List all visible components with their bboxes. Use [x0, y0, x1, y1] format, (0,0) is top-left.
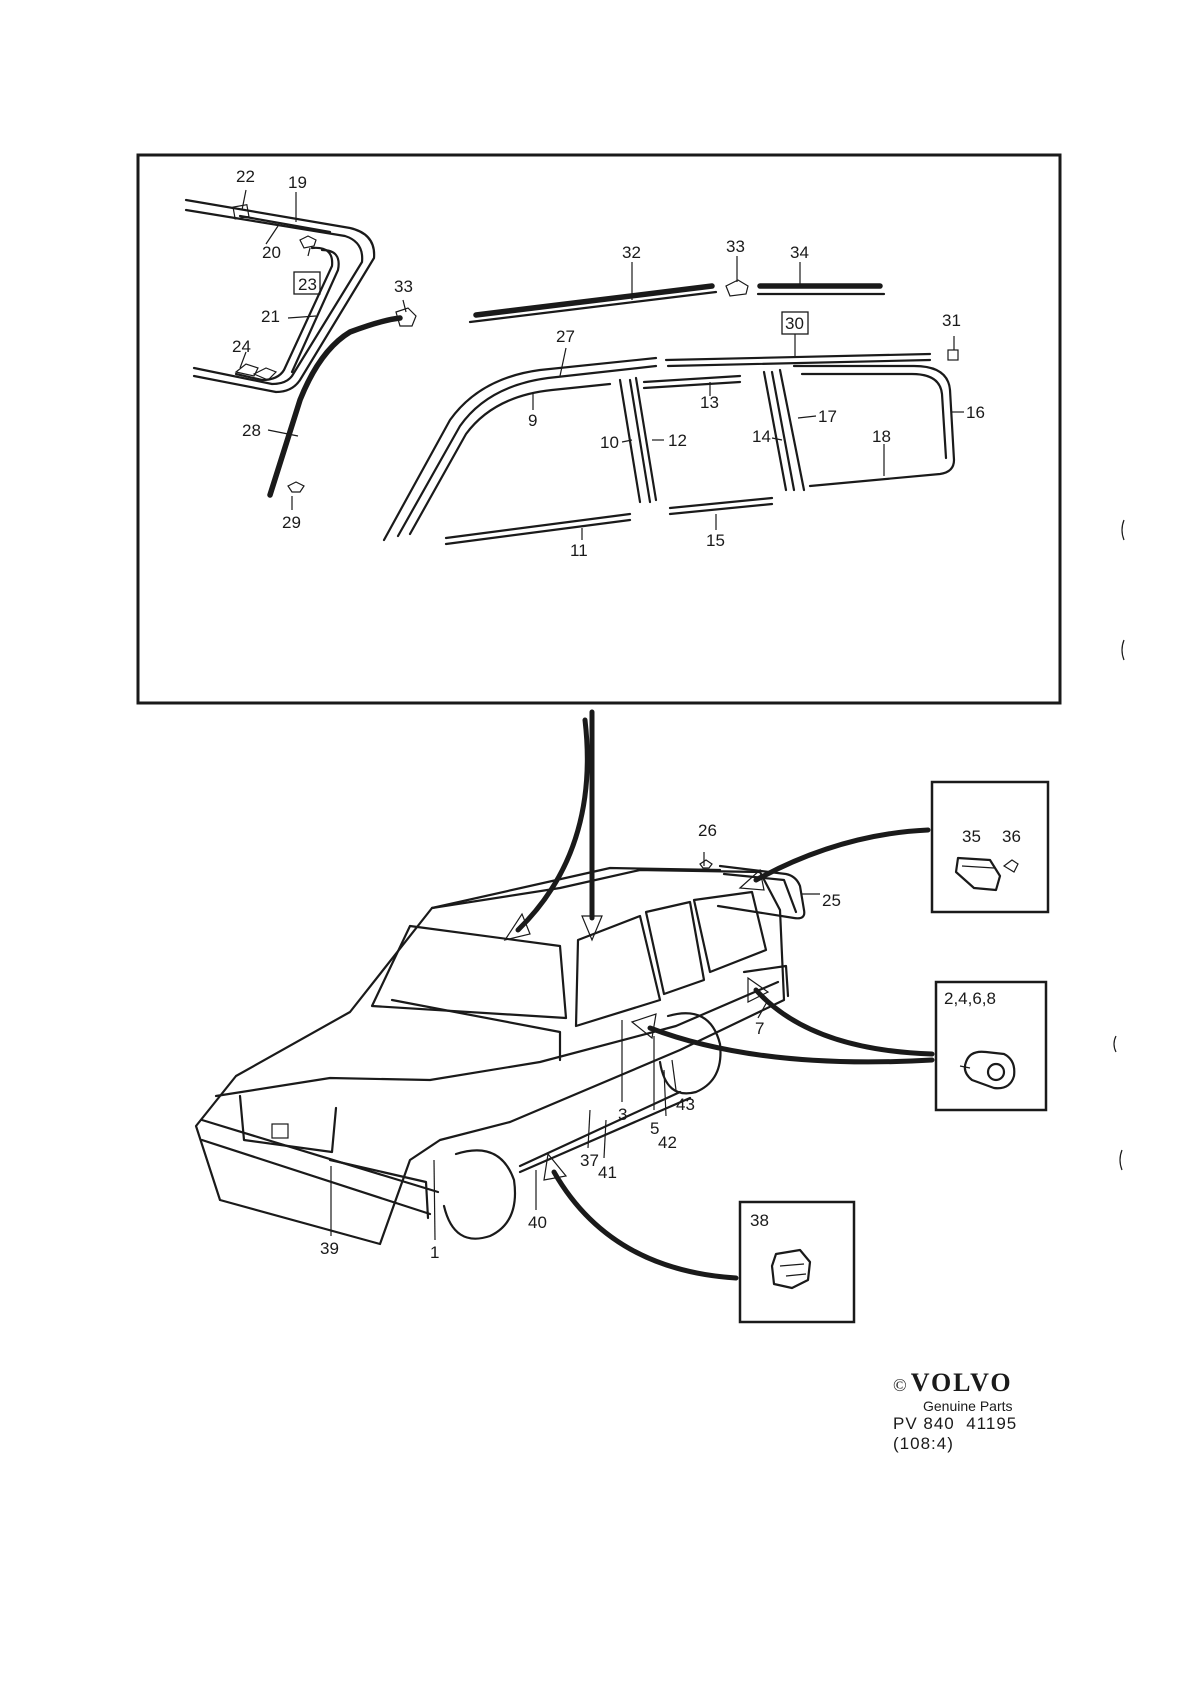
detail-box-38 — [738, 1200, 856, 1324]
callout-27: 27 — [556, 327, 575, 346]
callout-15: 15 — [706, 531, 725, 550]
roof-strip-group — [468, 279, 886, 324]
callout-17: 17 — [818, 407, 837, 426]
callout-33-right: 33 — [726, 237, 745, 256]
callout-30: 30 — [785, 314, 804, 333]
arrow-to-rear-clip — [753, 987, 935, 1057]
callout-39: 39 — [320, 1239, 339, 1258]
callout-41: 41 — [598, 1163, 617, 1182]
section-code: (108:4) — [893, 1433, 954, 1453]
callout-12: 12 — [668, 431, 687, 450]
callout-38: 38 — [750, 1211, 769, 1230]
callout-24: 24 — [232, 337, 251, 356]
leader-lines — [239, 189, 964, 540]
detail-box-2-4-6-8 — [934, 980, 1048, 1112]
callout-29: 29 — [282, 513, 301, 532]
callout-35: 35 — [962, 827, 981, 846]
arrow-to-side-clip — [647, 1025, 935, 1065]
windshield-moulding-group — [184, 198, 376, 394]
callout-40: 40 — [528, 1213, 547, 1232]
arrow-to-rear-window — [753, 827, 931, 883]
callout-5: 5 — [650, 1119, 659, 1138]
detail-frame — [136, 153, 1062, 705]
title-block: ©VOLVO Genuine Parts PV 840 41195 (108:4… — [893, 1368, 1017, 1453]
callout-21: 21 — [261, 307, 280, 326]
callout-22: 22 — [236, 167, 255, 186]
car-leader-lines — [330, 852, 820, 1241]
rear-window-moulding — [699, 859, 806, 920]
publication-number-value: 41195 — [966, 1413, 1018, 1433]
publication-number: PV 840 41195 — [893, 1414, 1017, 1434]
brand-name: VOLVO — [910, 1368, 1013, 1397]
car-illustration — [194, 866, 790, 1246]
callout-2-4-6-8: 2,4,6,8 — [944, 989, 996, 1008]
callout-19: 19 — [288, 173, 307, 192]
callout-9: 9 — [528, 411, 537, 430]
callout-3: 3 — [618, 1105, 627, 1124]
callout-1: 1 — [430, 1243, 439, 1262]
callout-18: 18 — [872, 427, 891, 446]
brand-logo: ©VOLVO — [893, 1368, 1017, 1398]
callout-43: 43 — [676, 1095, 695, 1114]
margin-marks — [1113, 519, 1125, 1171]
callout-23: 23 — [298, 275, 317, 294]
callout-33-left: 33 — [394, 277, 413, 296]
callout-11: 11 — [570, 541, 588, 560]
callout-box-30 — [781, 311, 809, 335]
callout-28: 28 — [242, 421, 261, 440]
publication-prefix: PV 840 — [893, 1413, 955, 1433]
callout-36: 36 — [1002, 827, 1021, 846]
callout-34: 34 — [790, 243, 809, 262]
rear-pillar-strip-group — [267, 307, 417, 498]
callout-14: 14 — [752, 427, 771, 446]
callout-box-23 — [293, 271, 321, 295]
callout-13: 13 — [700, 393, 719, 412]
callout-26: 26 — [698, 821, 717, 840]
copyright-mark: © — [893, 1375, 909, 1395]
callout-7: 7 — [755, 1019, 764, 1038]
callout-16: 16 — [966, 403, 985, 422]
arrow-to-windshield — [515, 717, 590, 933]
callout-20: 20 — [262, 243, 281, 262]
brand-subtitle: Genuine Parts — [923, 1397, 1013, 1414]
arrow-to-sill-clip — [551, 1169, 739, 1281]
callout-25: 25 — [822, 891, 841, 910]
callout-10: 10 — [600, 433, 619, 452]
callout-32: 32 — [622, 243, 641, 262]
callout-42: 42 — [658, 1133, 677, 1152]
callout-31: 31 — [942, 311, 961, 330]
detail-box-35-36 — [930, 780, 1050, 914]
callout-37: 37 — [580, 1151, 599, 1170]
